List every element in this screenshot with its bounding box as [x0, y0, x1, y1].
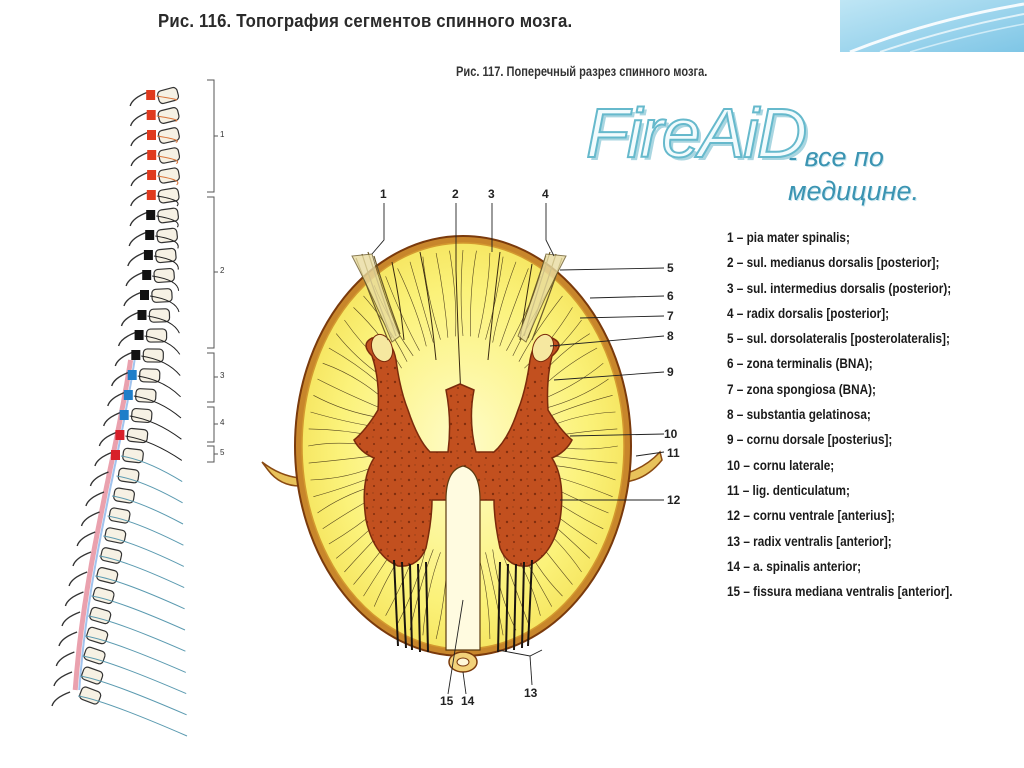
legend-item: 9 – cornu dorsale [posterius]; — [727, 431, 893, 448]
legend-item: 12 – cornu ventrale [anterius]; — [727, 507, 895, 524]
substantia-gelatinosa — [370, 333, 555, 363]
legend-item: 15 – fissura mediana ventralis [anterior… — [727, 583, 953, 600]
legend-item: 7 – zona spongiosa (BNA); — [727, 380, 876, 397]
callout-5: 5 — [667, 261, 674, 275]
callout-3: 3 — [488, 187, 495, 201]
callout-4: 4 — [542, 187, 549, 201]
callout-8: 8 — [667, 329, 674, 343]
figure-117-title: Рис. 117. Поперечный разрез спинного моз… — [456, 64, 708, 79]
legend-item: 1 – pia mater spinalis; — [727, 229, 850, 245]
callout-7: 7 — [667, 309, 674, 323]
anterior-spinal-artery — [448, 651, 478, 673]
ventral-roots — [393, 559, 533, 653]
segment-label-3: 3 — [220, 371, 225, 380]
segment-label-5: 5 — [220, 448, 225, 457]
brand-tagline-line2: медицине. — [788, 176, 919, 206]
segment-brackets — [207, 79, 218, 463]
brand-tagline-line1: - все по — [788, 142, 884, 172]
legend-item: 11 – lig. denticulatum; — [727, 481, 850, 498]
callout-6: 6 — [667, 289, 674, 303]
callout-14: 14 — [461, 694, 475, 708]
segment-label-1: 1 — [220, 130, 225, 139]
callout-15: 15 — [440, 694, 454, 708]
callout-2: 2 — [452, 187, 459, 201]
legend-list: 1 – pia mater spinalis; 2 – sul. medianu… — [727, 225, 995, 604]
legend-item: 2 – sul. medianus dorsalis [posterior]; — [727, 254, 940, 271]
callout-10: 10 — [664, 427, 678, 441]
callout-1: 1 — [380, 187, 387, 201]
legend-item: 8 – substantia gelatinosa; — [727, 406, 871, 423]
ventral-median-fissure — [445, 465, 481, 651]
legend-item: 14 – a. spinalis anterior; — [727, 557, 861, 574]
legend-item: 10 – cornu laterale; — [727, 456, 835, 473]
legend-item: 13 – radix ventralis [anterior]; — [727, 532, 892, 549]
callout-12: 12 — [667, 493, 681, 507]
segment-label-4: 4 — [220, 418, 225, 427]
callout-9: 9 — [667, 365, 674, 379]
segment-label-2: 2 — [220, 266, 225, 275]
legend-item: 5 – sul. dorsolateralis [posterolaterali… — [727, 330, 950, 347]
leader-lines — [371, 203, 665, 695]
brand-logo: FireAiD — [585, 94, 808, 172]
callout-13: 13 — [524, 686, 538, 700]
legend-item: 3 – sul. intermedius dorsalis (posterior… — [727, 279, 952, 296]
legend-item: 4 – radix dorsalis [posterior]; — [727, 304, 890, 321]
legend-item: 6 – zona terminalis (BNA); — [727, 355, 873, 372]
figure-116-title: Рис. 116. Топография сегментов спинного … — [158, 11, 573, 31]
corner-banner — [840, 0, 1024, 52]
callout-11: 11 — [667, 446, 680, 460]
brand-tagline: - все по медицине. — [788, 140, 1008, 208]
